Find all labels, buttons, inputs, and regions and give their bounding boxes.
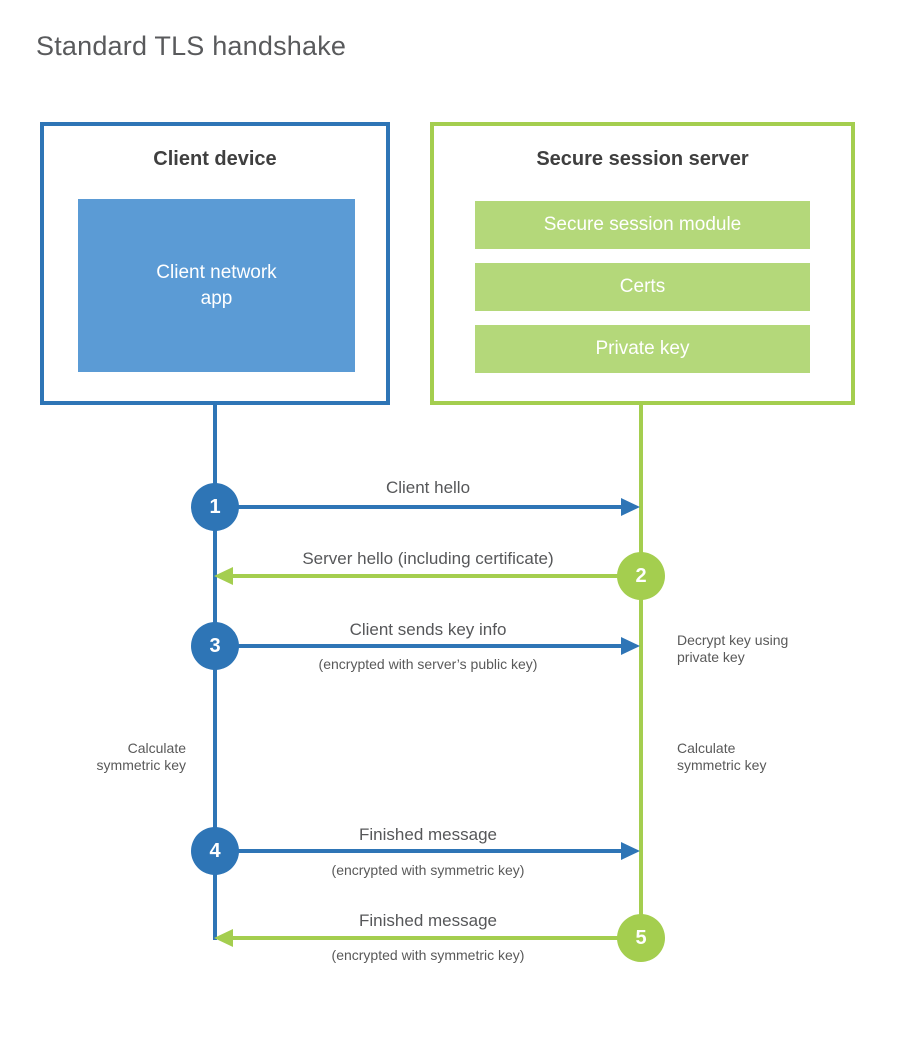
server-module-secure-session: Secure session module xyxy=(475,201,810,249)
step5-label: Finished message xyxy=(359,911,497,930)
server-lifeline xyxy=(639,405,643,938)
step5-arrow-line xyxy=(233,936,641,940)
client-device-title: Client device xyxy=(153,148,277,170)
page-title: Standard TLS handshake xyxy=(36,31,347,61)
client-device-box: Client device Client network app xyxy=(40,122,390,405)
step5-number-badge: 5 xyxy=(617,914,665,962)
step3-label: Client sends key info xyxy=(349,620,507,639)
decrypt-key-note: Decrypt key using private key xyxy=(677,632,789,665)
client-lifeline xyxy=(213,405,217,940)
step1-arrowhead-right-icon xyxy=(621,498,640,516)
server-module-certs: Certs xyxy=(475,263,810,311)
step4-arrow-line xyxy=(215,849,622,853)
secure-session-server-box: Secure session server Secure session mod… xyxy=(430,122,855,405)
calculate-symmetric-key-note-client: Calculate symmetric key xyxy=(96,740,186,773)
client-network-app-box: Client network app xyxy=(78,199,355,372)
step3-arrowhead-right-icon xyxy=(621,637,640,655)
step1-label: Client hello xyxy=(385,478,471,497)
step3-sublabel: (encrypted with server’s public key) xyxy=(318,656,538,672)
step4-arrowhead-right-icon xyxy=(621,842,640,860)
step3-arrow-line xyxy=(215,644,622,648)
step5-arrowhead-left-icon xyxy=(214,929,233,947)
step5-sublabel: (encrypted with symmetric key) xyxy=(331,947,525,963)
step3-number-badge: 3 xyxy=(191,622,239,670)
step2-label: Server hello (including certificate) xyxy=(302,549,554,568)
step4-label: Finished message xyxy=(359,825,497,844)
step2-arrowhead-left-icon xyxy=(214,567,233,585)
server-module-private-key: Private key xyxy=(475,325,810,373)
secure-session-server-title: Secure session server xyxy=(536,148,749,170)
step4-sublabel: (encrypted with symmetric key) xyxy=(331,862,525,878)
step1-arrow-line xyxy=(215,505,622,509)
step2-arrow-line xyxy=(233,574,641,578)
step1-number-badge: 1 xyxy=(191,483,239,531)
step4-number-badge: 4 xyxy=(191,827,239,875)
calculate-symmetric-key-note-server: Calculate symmetric key xyxy=(677,740,767,773)
step2-number-badge: 2 xyxy=(617,552,665,600)
